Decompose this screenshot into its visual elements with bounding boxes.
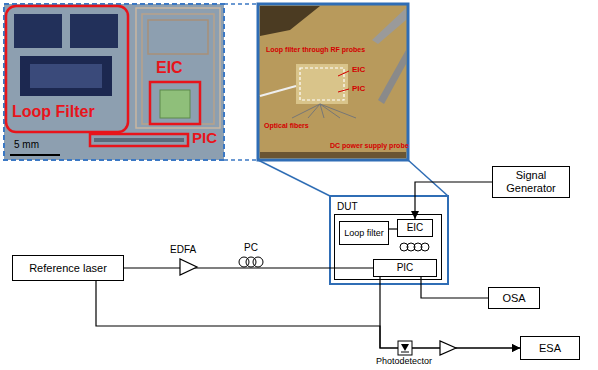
probe-needle [308, 104, 320, 118]
zoom-line [408, 160, 448, 196]
component-label: EDFA [170, 245, 196, 255]
chip-track [148, 20, 208, 54]
polarization-coil [253, 257, 263, 267]
node-text: DUT [337, 201, 358, 213]
zoom-area [300, 68, 344, 100]
highlight-box [6, 6, 128, 132]
node-text: OSA [502, 292, 525, 305]
node-text: ESA [539, 342, 561, 355]
rf-probe [372, 8, 406, 44]
probe-shadow [260, 6, 320, 36]
zoom-line [224, 3, 258, 5]
node-text: Loop filter [344, 228, 384, 238]
photodiode-symbol [398, 341, 412, 355]
chip-photo [4, 4, 224, 160]
node-text: PIC [397, 262, 414, 274]
instrument-box: Signal Generator [492, 166, 570, 198]
photodiode-symbol [401, 352, 409, 353]
probe-base [260, 152, 406, 158]
loop-filter-part [20, 56, 112, 96]
capacitor [70, 14, 118, 48]
dut-frame [330, 196, 448, 284]
amplifier-symbol [440, 341, 456, 355]
setup-photo [258, 4, 408, 160]
part-label: EIC [156, 60, 183, 76]
laser-box: Reference laser [12, 255, 124, 281]
loop-filter-box: Loop filter [339, 221, 389, 245]
photo-label: EIC [352, 66, 365, 74]
photo-label: Loop filter through RF probes [266, 46, 365, 53]
instrument-box: OSA [488, 287, 540, 309]
wire-bond-coil [421, 243, 429, 251]
highlight-box [90, 134, 188, 146]
chip-track [142, 14, 214, 124]
chip-track [136, 8, 220, 128]
part-label: Loop Filter [12, 104, 95, 120]
highlight-box [150, 82, 200, 124]
photo-label: DC power supply probe [330, 142, 409, 149]
zoom-line [224, 159, 258, 161]
eic-box: EIC [397, 219, 433, 237]
optical-connector [96, 281, 520, 348]
optical-connector [389, 228, 397, 229]
amplifier-symbol [180, 259, 197, 275]
pic-box: PIC [373, 259, 437, 277]
scale-bar [10, 154, 60, 156]
pointer-arrow [338, 89, 349, 92]
optical-connector [421, 277, 488, 298]
pic-chip [94, 138, 184, 142]
photo-label: PIC [352, 85, 365, 93]
optical-connector [124, 267, 373, 268]
zoom-line [258, 160, 330, 196]
optical-fiber [260, 86, 296, 96]
component-label: Photodetector [376, 357, 432, 366]
pointer-arrow [338, 71, 349, 76]
photo-label: Optical fibers [264, 122, 309, 129]
dc-probe [378, 50, 406, 104]
scale-label: 5 mm [14, 140, 39, 150]
chip-stage [296, 64, 348, 104]
node-text: EIC [407, 222, 424, 234]
photodiode-symbol [401, 344, 409, 351]
component-label: PC [244, 243, 258, 253]
probe-needle [292, 104, 320, 118]
part-label: PIC [192, 130, 217, 145]
loop-filter-part [30, 64, 102, 88]
node-text: Signal Generator [497, 169, 565, 194]
capacitor [14, 14, 62, 48]
node-text: Reference laser [29, 262, 107, 275]
instrument-box: ESA [520, 336, 580, 360]
probe-needle [320, 104, 356, 118]
eic-chip [160, 90, 190, 118]
dut-box: DUTLoop filterEICPIC [334, 214, 442, 280]
